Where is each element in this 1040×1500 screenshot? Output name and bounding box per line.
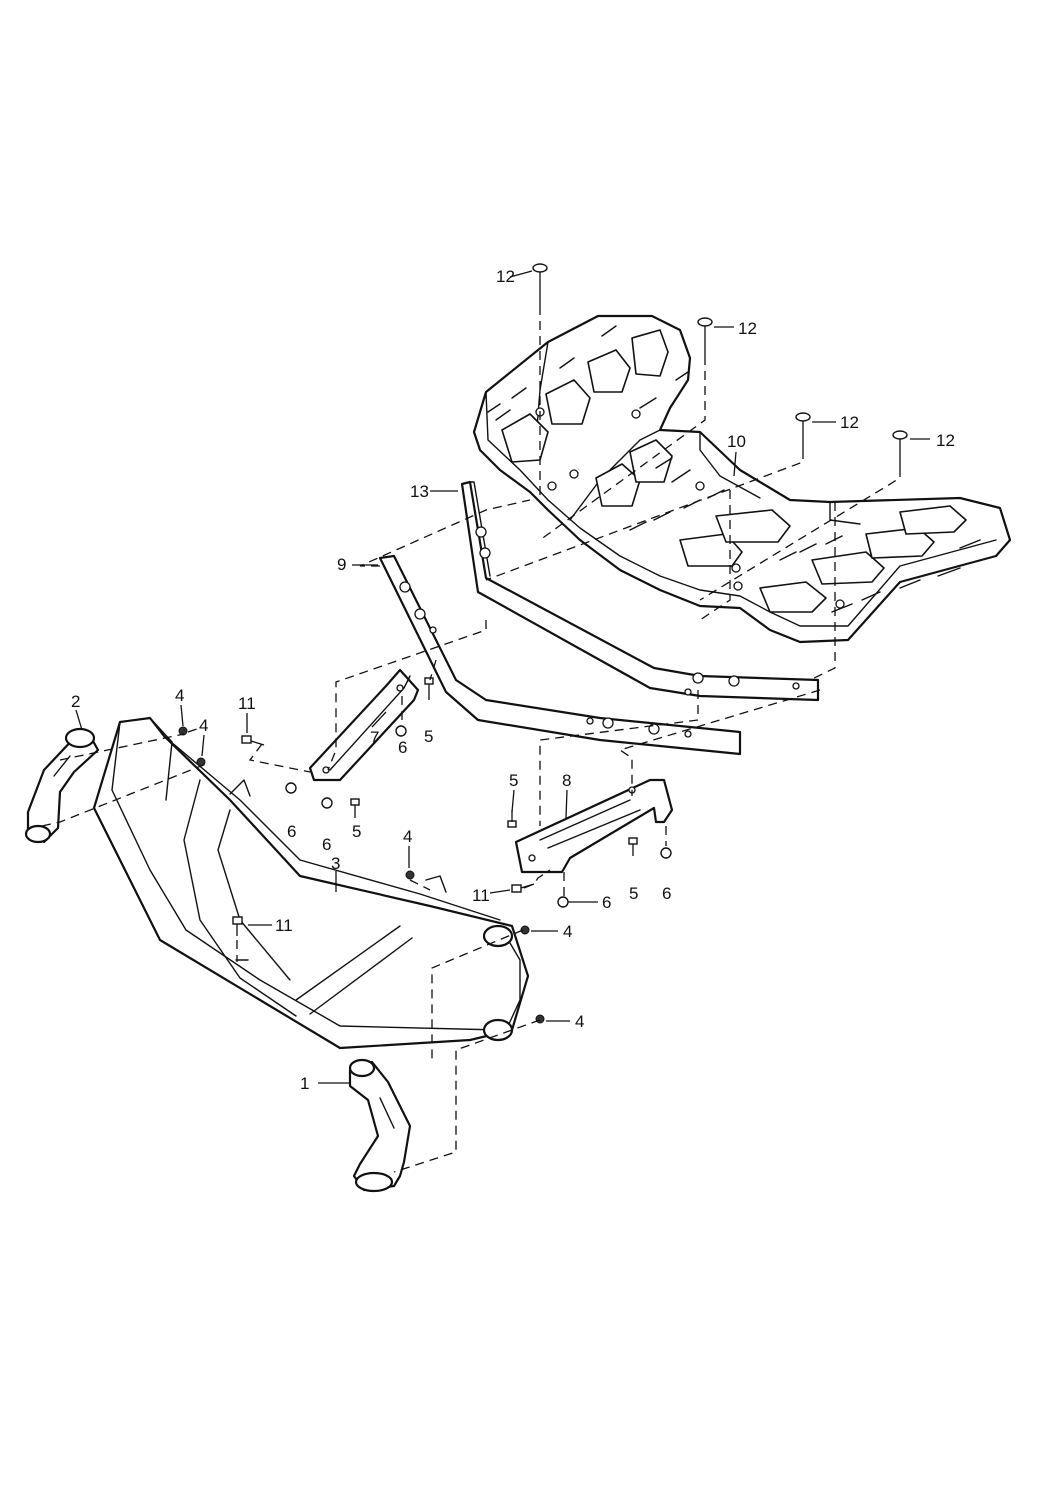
callout-c12a: 12 bbox=[496, 267, 515, 286]
callout-c2: 2 bbox=[71, 692, 80, 711]
callout-c9: 9 bbox=[337, 555, 346, 574]
callout-c6a: 6 bbox=[398, 738, 407, 757]
callout-c11c: 11 bbox=[275, 916, 293, 935]
callout-c11b: 11 bbox=[472, 886, 490, 905]
bolt-5c bbox=[507, 810, 517, 828]
assembly-lines bbox=[41, 306, 901, 1173]
callout-c4c: 4 bbox=[403, 827, 412, 846]
fasteners bbox=[178, 263, 908, 1024]
nut-6b bbox=[285, 782, 297, 794]
callout-c4d: 4 bbox=[563, 922, 572, 941]
callout-c4b: 4 bbox=[199, 716, 208, 735]
screw-12a bbox=[532, 263, 548, 306]
callout-c6d: 6 bbox=[602, 893, 611, 912]
nut-6c bbox=[321, 797, 333, 809]
callout-c1: 1 bbox=[300, 1074, 309, 1093]
callout-c6c: 6 bbox=[322, 835, 331, 854]
screw-4c bbox=[405, 870, 415, 880]
screw-4e bbox=[535, 1014, 545, 1024]
bolt-5a bbox=[424, 677, 434, 700]
left-cap-part-2 bbox=[24, 727, 100, 844]
callout-c5c: 5 bbox=[509, 771, 518, 790]
callout-leaders bbox=[75, 270, 930, 1084]
callout-c12c: 12 bbox=[840, 413, 859, 432]
bolt-5b bbox=[350, 798, 360, 818]
bolt-5d bbox=[628, 837, 638, 856]
nut-6e bbox=[660, 847, 672, 859]
callout-c6e: 6 bbox=[662, 884, 671, 903]
callout-c12d: 12 bbox=[936, 431, 955, 450]
bolt-11a bbox=[241, 735, 265, 746]
callout-c12b: 12 bbox=[738, 319, 757, 338]
callout-c6b: 6 bbox=[287, 822, 296, 841]
callout-c4a: 4 bbox=[175, 686, 184, 705]
bolt-11c bbox=[232, 916, 243, 936]
callout-c10: 10 bbox=[727, 432, 746, 451]
screw-4a bbox=[178, 726, 188, 736]
right-cap-part-1 bbox=[348, 1058, 412, 1193]
right-rail-part-13 bbox=[460, 480, 820, 702]
screw-12d bbox=[892, 430, 908, 468]
callout-c5a: 5 bbox=[424, 727, 433, 746]
nut-6d bbox=[557, 896, 569, 908]
screw-12b bbox=[697, 317, 713, 356]
nut-6a bbox=[395, 725, 407, 737]
right-bracket-part-8 bbox=[514, 778, 674, 874]
screw-4d bbox=[520, 925, 530, 935]
left-bracket-part-7 bbox=[308, 668, 420, 782]
cargo-rack-part-10 bbox=[472, 314, 1012, 644]
callout-c7: 7 bbox=[370, 728, 379, 747]
screw-12c bbox=[795, 412, 811, 450]
callout-c4e: 4 bbox=[575, 1012, 584, 1031]
callout-c3: 3 bbox=[331, 854, 340, 873]
callout-c5b: 5 bbox=[352, 822, 361, 841]
callout-c11a: 11 bbox=[238, 694, 256, 713]
callout-c8: 8 bbox=[562, 771, 571, 790]
bumper-frame-part-3 bbox=[92, 716, 530, 1050]
left-rail-part-9 bbox=[378, 554, 742, 756]
callout-c13: 13 bbox=[410, 482, 429, 501]
callout-c5d: 5 bbox=[629, 884, 638, 903]
